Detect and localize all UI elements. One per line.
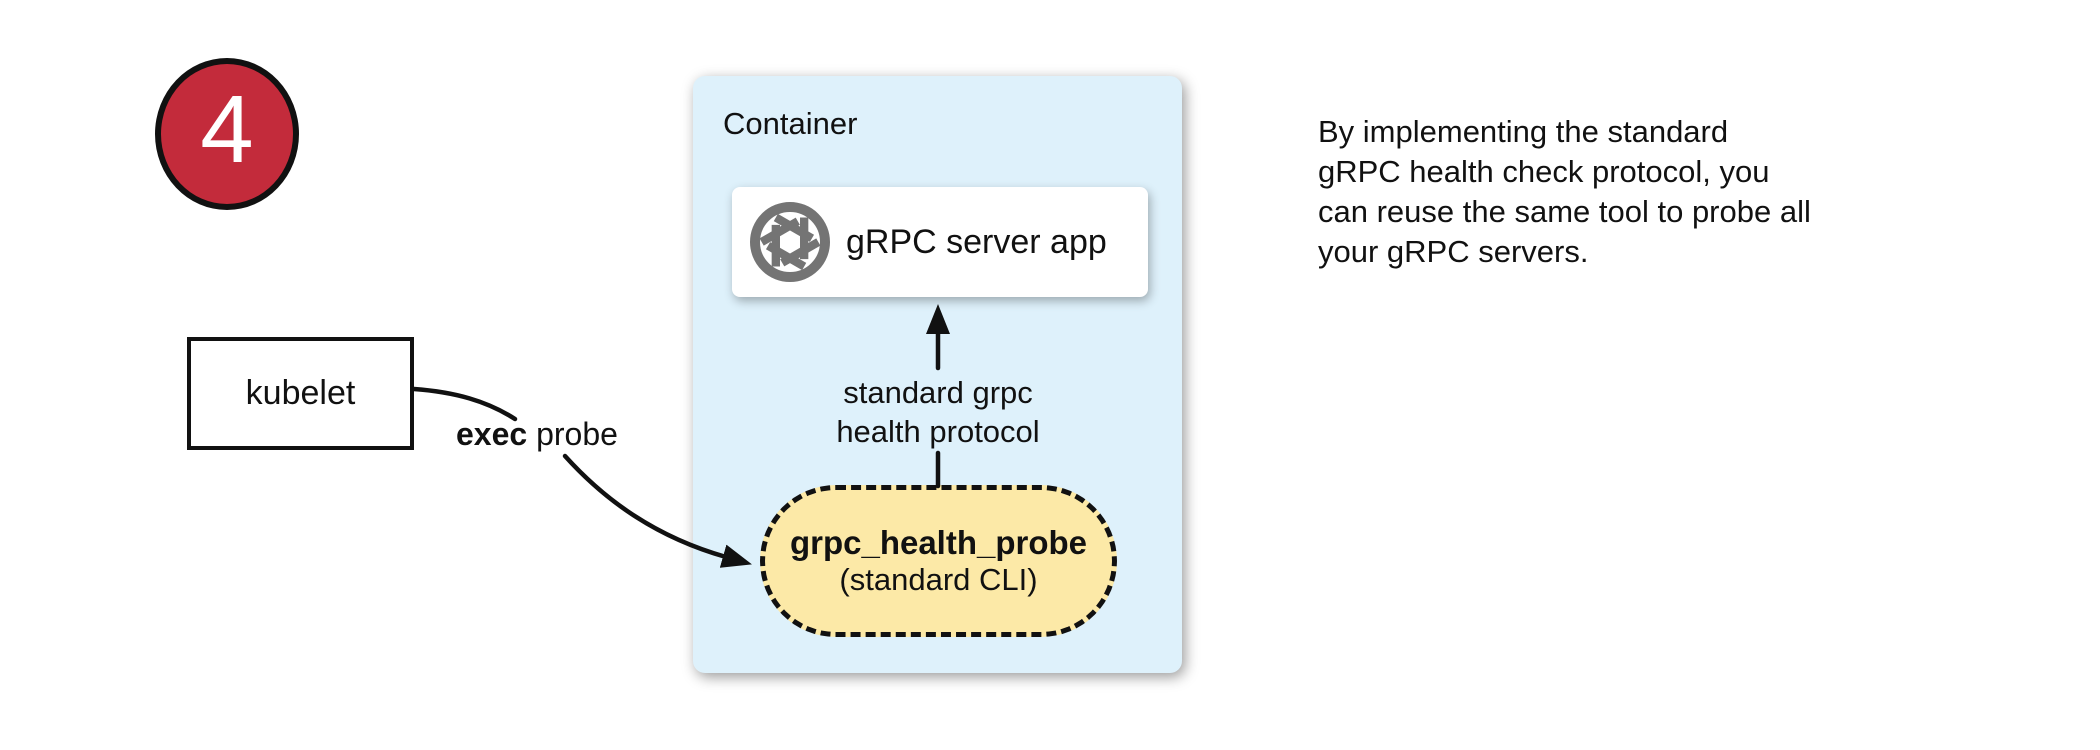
exec-probe-label: exec probe	[456, 416, 618, 453]
container-label: Container	[723, 106, 858, 141]
note-line: By implementing the standard	[1318, 114, 1729, 149]
exec-probe-label-rest: probe	[527, 416, 618, 452]
grpc-health-probe-name: grpc_health_probe	[789, 524, 1088, 561]
aperture-icon	[750, 202, 830, 282]
step-number: 4	[200, 76, 254, 183]
exec-probe-label-bold: exec	[456, 416, 528, 452]
grpc-server-app-label: gRPC server app	[846, 222, 1107, 261]
note-text: By implementing the standard gRPC health…	[1318, 112, 1938, 272]
protocol-arrow-label: standard grpc health protocol	[763, 373, 1113, 451]
grpc-health-probe-box: grpc_health_probe (standard CLI)	[760, 485, 1117, 637]
protocol-label-line2: health protocol	[836, 414, 1040, 449]
note-line: your gRPC servers.	[1318, 234, 1589, 269]
step-badge: 4	[155, 58, 299, 210]
grpc-health-probe-subtitle: (standard CLI)	[839, 562, 1038, 597]
note-line: gRPC health check protocol, you	[1318, 154, 1770, 189]
grpc-server-app-box: gRPC server app	[732, 187, 1148, 297]
kubelet-label: kubelet	[245, 374, 356, 412]
note-line: can reuse the same tool to probe all	[1318, 194, 1811, 229]
exec-probe-arrow-segment1	[411, 386, 518, 422]
container-box: Container gRPC server app grpc_health_pr…	[693, 76, 1182, 673]
kubelet-box: kubelet	[187, 337, 414, 450]
protocol-label-line1: standard grpc	[843, 375, 1033, 410]
